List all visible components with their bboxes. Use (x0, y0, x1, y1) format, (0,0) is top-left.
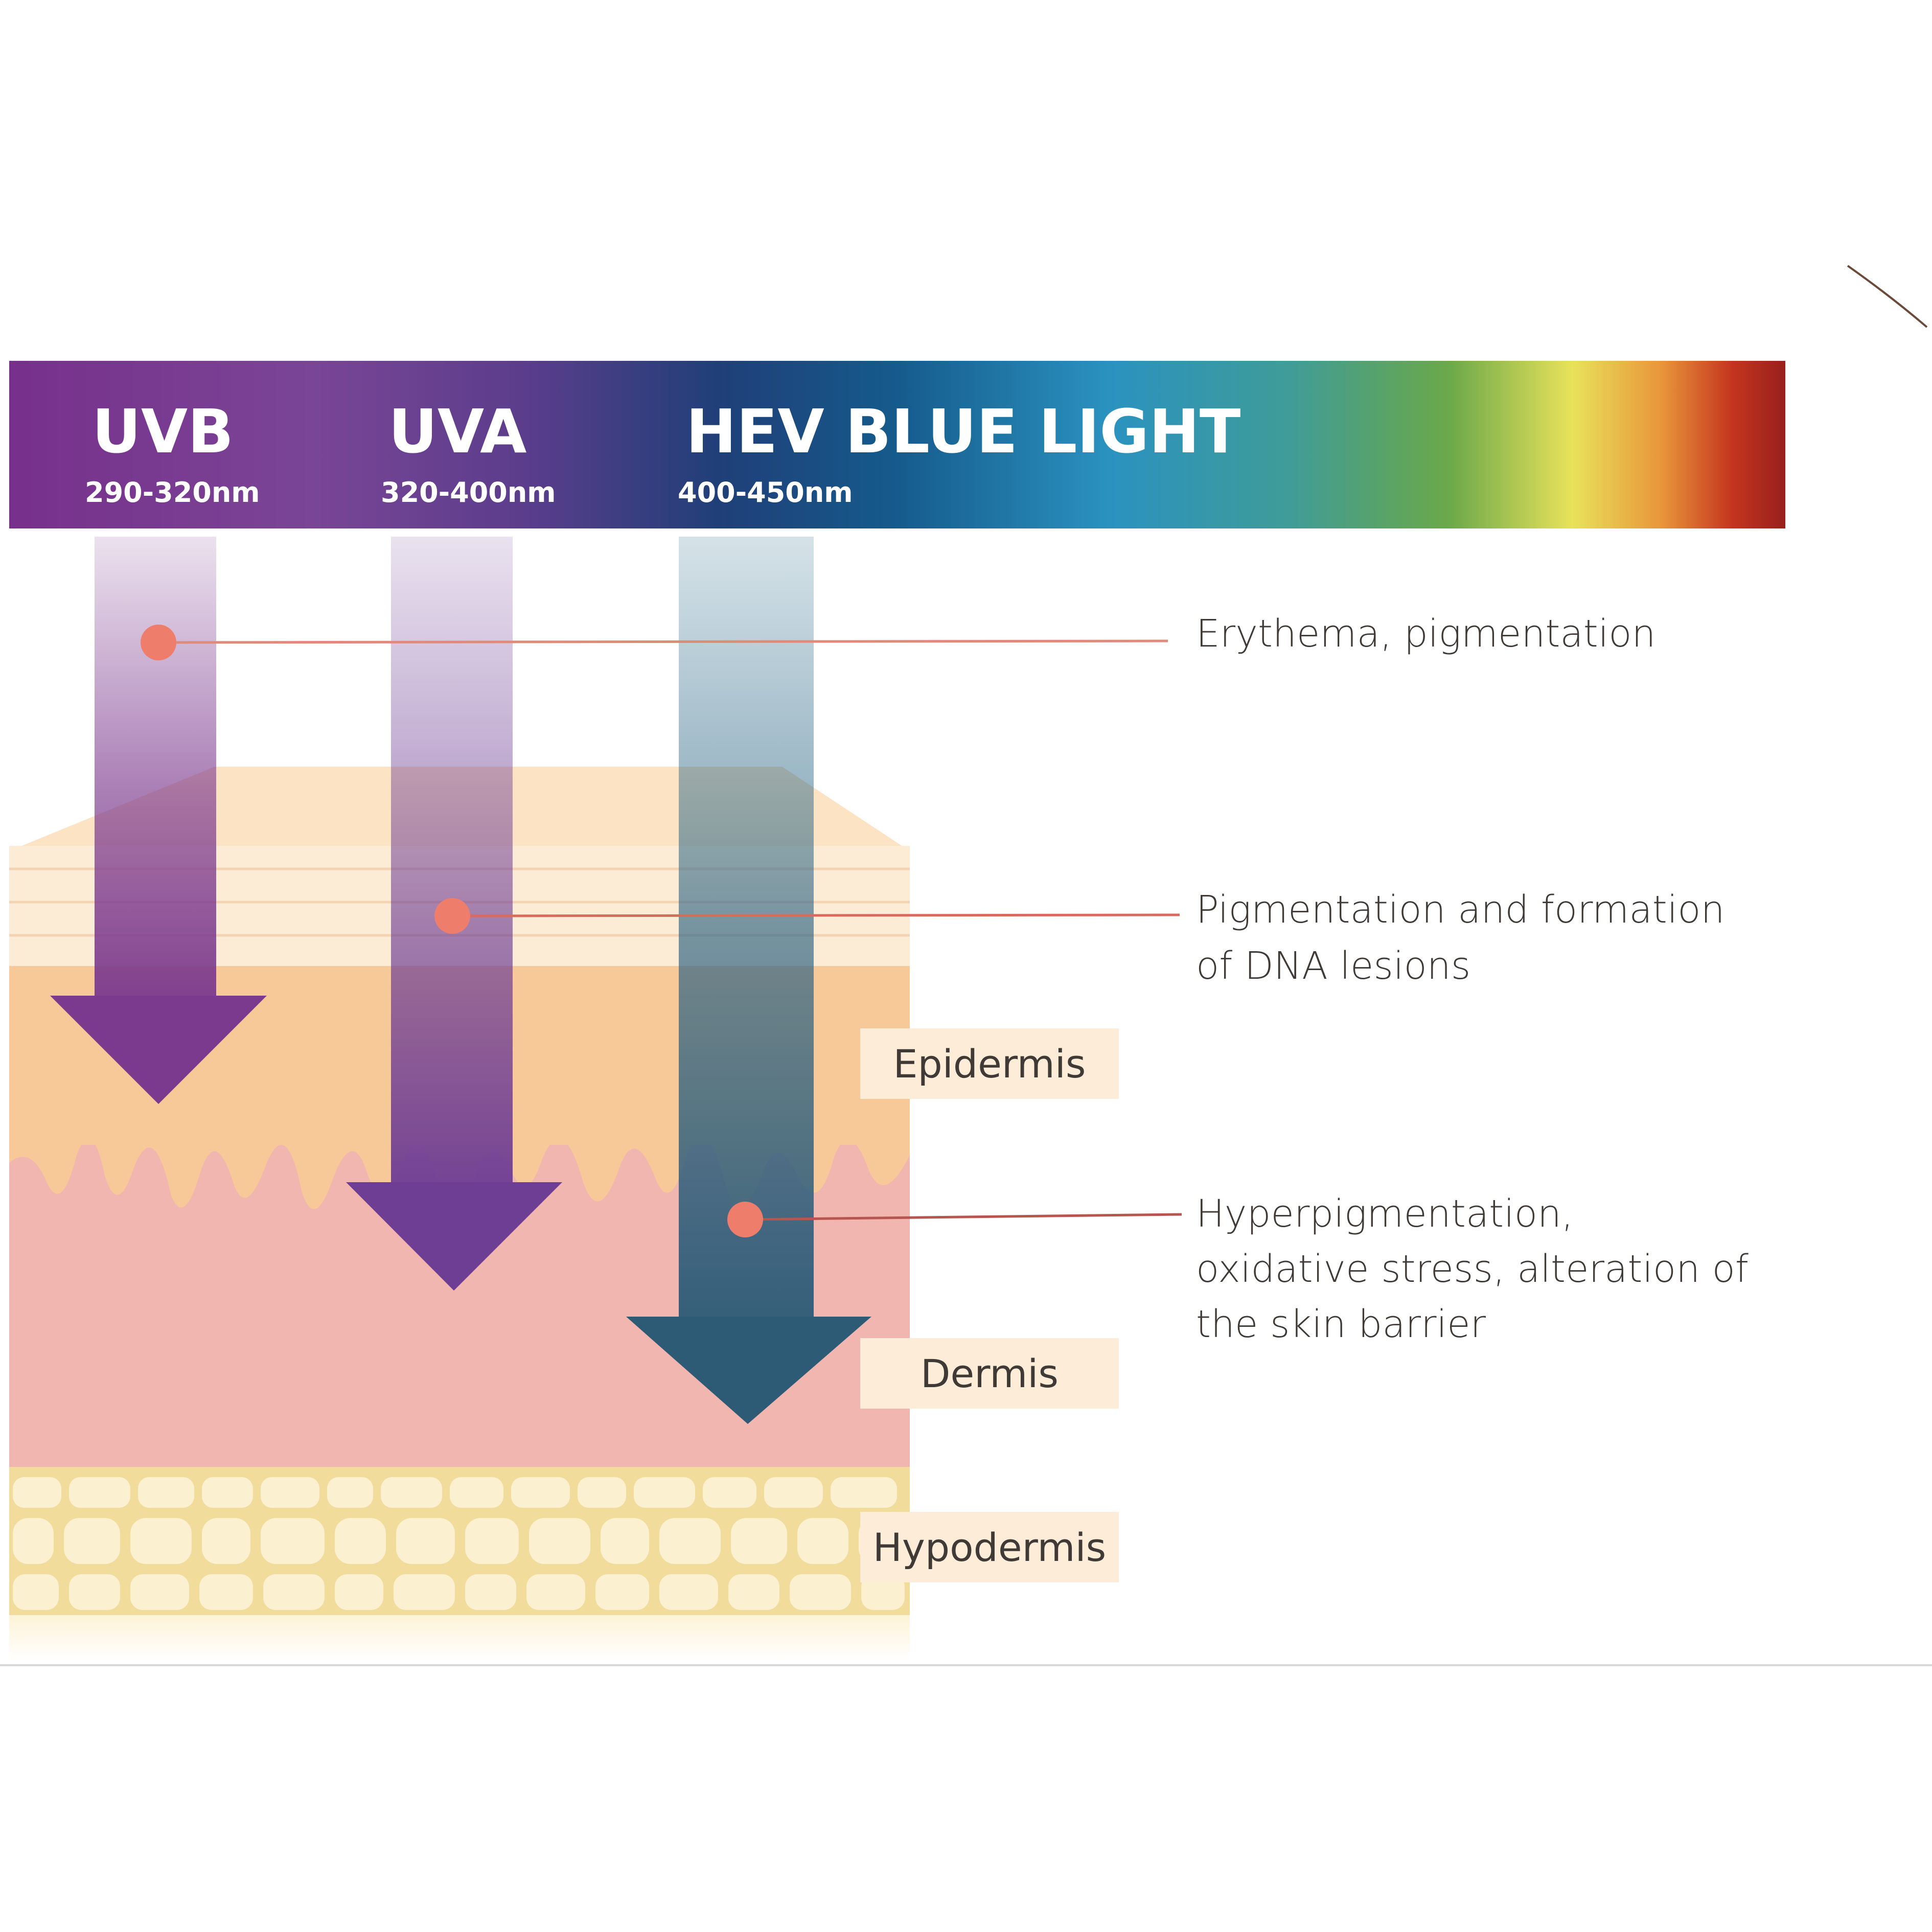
uva-arrow (346, 537, 562, 1291)
effect-pointer-hev (727, 1202, 1182, 1237)
effect-2-line-1: Pigmentation and formation (1196, 888, 1724, 932)
layer-label-epidermis: Epidermis (893, 1041, 1086, 1087)
effect-text-uvb: Erythema, pigmentation (1196, 612, 1655, 656)
effect-pointer-uva (434, 898, 1180, 934)
band-label-hev: HEV BLUE LIGHT (686, 396, 1240, 467)
effect-3-line-1: Hyperpigmentation, (1196, 1192, 1573, 1236)
band-range-hev: 400-450nm (678, 476, 853, 509)
hypodermis-fade (9, 1615, 910, 1661)
band-label-uvb: UVB (92, 396, 234, 467)
layer-label-dermis: Dermis (921, 1351, 1059, 1396)
uvb-arrow (50, 537, 267, 1104)
hev-arrow (626, 537, 871, 1424)
band-range-uva: 320-400nm (381, 476, 556, 509)
band-range-uvb: 290-320nm (85, 476, 260, 509)
band-label-uva: UVA (388, 396, 526, 467)
spectrum-bar: UVB 290-320nm UVA 320-400nm HEV BLUE LIG… (9, 361, 1785, 528)
effect-pointer-uvb (141, 625, 1168, 660)
fat-cells (13, 1477, 905, 1610)
effect-3-line-2: oxidative stress, alteration of (1196, 1247, 1749, 1291)
effect-2-line-2: of DNA lesions (1196, 944, 1470, 988)
layer-tag-epidermis: Epidermis (860, 1028, 1119, 1099)
effect-3-line-3: the skin barrier (1196, 1302, 1486, 1346)
effect-1-line-1: Erythema, pigmentation (1196, 612, 1655, 656)
layer-label-hypodermis: Hypodermis (873, 1525, 1107, 1570)
layer-tag-dermis: Dermis (860, 1338, 1119, 1409)
layer-tag-hypodermis: Hypodermis (860, 1512, 1119, 1582)
effect-text-uva: Pigmentation and formation of DNA lesion… (1196, 888, 1724, 988)
corner-stroke (1847, 265, 1928, 328)
effect-text-hev: Hyperpigmentation, oxidative stress, alt… (1196, 1192, 1749, 1346)
